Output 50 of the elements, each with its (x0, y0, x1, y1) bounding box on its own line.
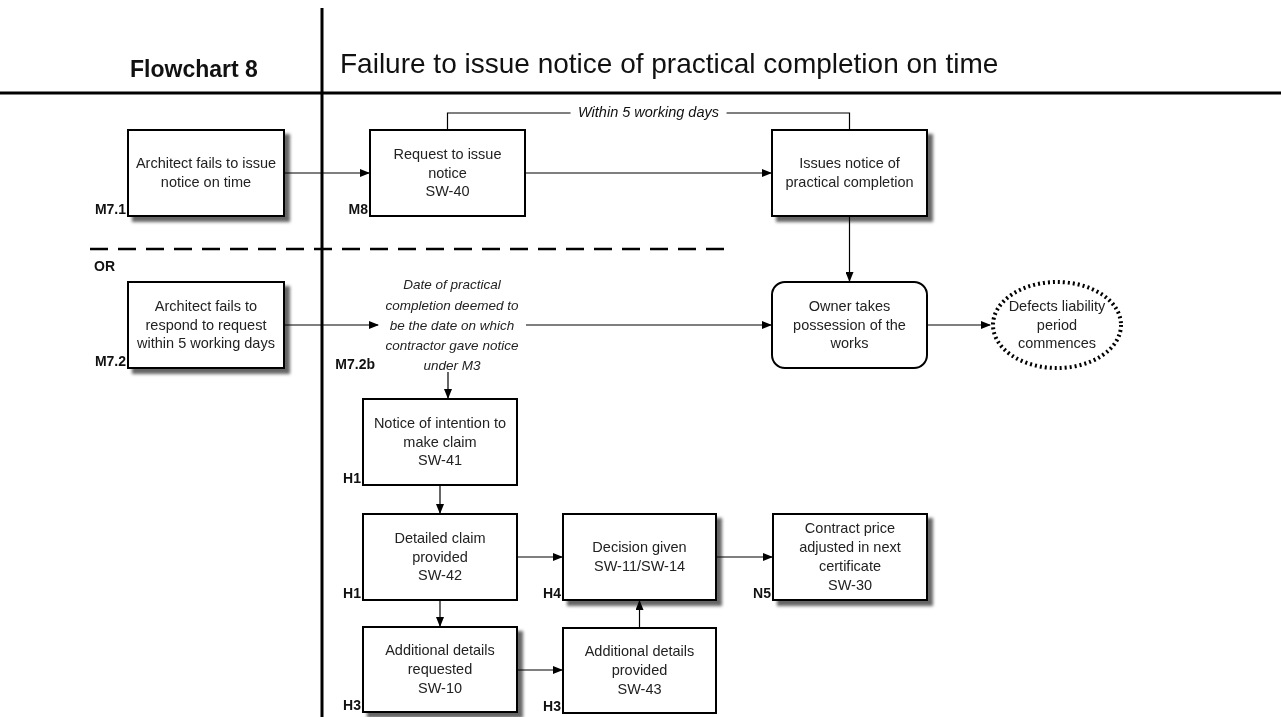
arrow (525, 321, 772, 329)
clause-number: N5 (753, 583, 771, 602)
arrow (436, 600, 444, 627)
arrow (525, 169, 772, 177)
clause-number: M7.2b (335, 355, 375, 374)
clause-number: H3 (343, 695, 361, 714)
edge-label: Within 5 working days (570, 104, 727, 120)
arrow (517, 666, 563, 674)
clause-number: M7.2 (94, 351, 126, 370)
arrow (845, 216, 854, 282)
reference-code: SW-10 (417, 678, 463, 698)
arrow (444, 371, 452, 399)
arrow (436, 485, 444, 514)
clause-number: M7.1 (94, 199, 126, 218)
step-text: Detailed claim provided (393, 528, 487, 567)
arrow (284, 321, 379, 329)
reference-code: SW-43 (617, 679, 662, 699)
step-text: Request to issue notice (392, 144, 503, 183)
arrow (716, 553, 773, 561)
step-text: Architect fails to issue notice on time (135, 154, 277, 192)
step-text: Additional details provided (583, 642, 696, 680)
step-text: Decision given (592, 538, 687, 557)
rounded-box (771, 281, 928, 369)
clause-number: H1 (343, 468, 361, 487)
clause-number: M8 (348, 199, 368, 218)
reference-code: SW-30 (827, 575, 873, 595)
reference-code: SW-40 (425, 182, 470, 202)
arrow (635, 600, 644, 628)
step-text: Defects liability period commences (1008, 296, 1106, 354)
clause-number: H4 (543, 583, 561, 602)
reference-code: SW-41 (417, 451, 463, 471)
arrow (927, 321, 991, 329)
step-text: Issues notice of practical completion (784, 154, 915, 192)
arrow (284, 169, 370, 177)
flowchart-number: Flowchart 8 (130, 56, 258, 83)
diagram-title: Failure to issue notice of practical completion on time (340, 48, 999, 80)
arrow (517, 553, 563, 561)
clause-number: H3 (543, 696, 561, 715)
step-text: Owner takes possession of the works (792, 296, 907, 354)
reference-code: SW-11/SW-14 (593, 557, 686, 576)
step-text: Contract price adjusted in next certificate (798, 519, 902, 576)
step-text: Additional details requested (384, 641, 496, 679)
dotted-ellipse (990, 279, 1124, 371)
step-text: Architect fails to respond to request within 5 working days (136, 296, 276, 354)
process-box (771, 129, 928, 217)
step-text: Date of practical completion deemed to be the date on which contractor gave notice under M3 (384, 276, 520, 376)
reference-code: SW-42 (417, 566, 463, 586)
clause-number: H1 (343, 583, 361, 602)
or-label: OR (94, 258, 115, 274)
step-text: Notice of intention to make claim (372, 413, 508, 452)
